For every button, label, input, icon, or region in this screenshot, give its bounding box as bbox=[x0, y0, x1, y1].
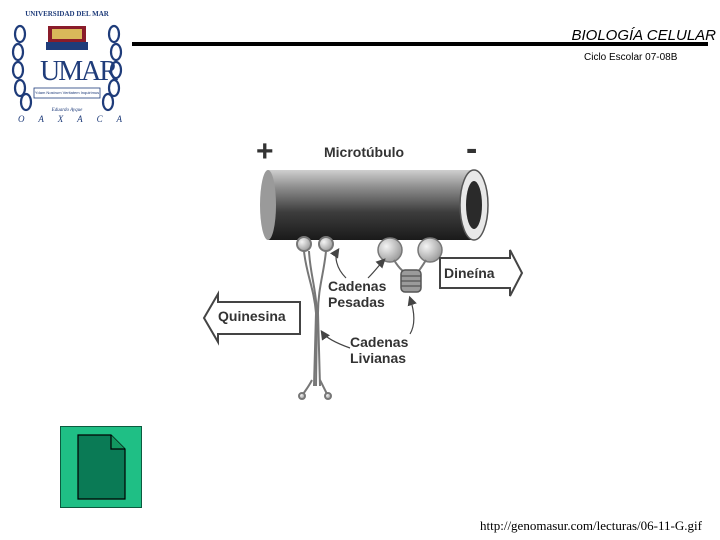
logo-city: O A X A C A bbox=[18, 114, 122, 124]
microtubule-cylinder bbox=[260, 169, 489, 241]
logo-arc-text: UNIVERSIDAD DEL MAR bbox=[25, 10, 109, 18]
logo-city-letter: A bbox=[77, 114, 83, 124]
document-icon-button[interactable] bbox=[60, 426, 142, 508]
kinesin-label: Quinesina bbox=[218, 308, 286, 324]
microtubule-label: Microtúbulo bbox=[324, 144, 405, 160]
light-chains-line: Livianas bbox=[350, 350, 407, 366]
logo-city-letter: O bbox=[18, 114, 25, 124]
logo-city-letter: X bbox=[57, 114, 64, 124]
plus-end-symbol: + bbox=[256, 135, 274, 168]
logo-city-letter: A bbox=[116, 114, 122, 124]
logo-city-letter: A bbox=[38, 114, 44, 124]
light-chains-label: Cadenas Livianas bbox=[350, 334, 408, 366]
heavy-chains-line: Pesadas bbox=[328, 294, 385, 310]
logo-founder: Eduardo Ayque bbox=[51, 108, 83, 113]
minus-end-symbol: - bbox=[466, 130, 478, 168]
kinesin-molecule bbox=[296, 236, 334, 400]
heavy-chains-label: Cadenas Pesadas bbox=[328, 278, 386, 310]
logo-motto: Ydam Nostrum Veritatem Inquirimus bbox=[34, 90, 100, 95]
document-icon bbox=[77, 434, 126, 500]
university-logo: UNIVERSIDAD DEL MAR UMAR Ydam Nostrum Ve… bbox=[6, 4, 128, 126]
logo-monogram: UMAR bbox=[40, 56, 118, 87]
dynein-label: Dineína bbox=[444, 265, 495, 281]
dynein-molecule bbox=[377, 237, 443, 293]
logo-emblem bbox=[11, 24, 123, 112]
slide-subtitle: Ciclo Escolar 07-08B bbox=[584, 52, 678, 63]
heavy-chains-line: Cadenas bbox=[328, 278, 387, 294]
slide-title: BIOLOGÍA CELULAR bbox=[571, 27, 717, 44]
logo-city-letter: C bbox=[96, 114, 103, 124]
header-rule bbox=[132, 42, 708, 46]
light-chains-line: Cadenas bbox=[350, 334, 409, 350]
motor-protein-diagram: + - Microtúbulo Dineína Quinesina Cadena… bbox=[196, 130, 526, 400]
diagram-drawing bbox=[202, 169, 524, 400]
source-url[interactable]: http://genomasur.com/lecturas/06-11-G.gi… bbox=[480, 518, 702, 533]
